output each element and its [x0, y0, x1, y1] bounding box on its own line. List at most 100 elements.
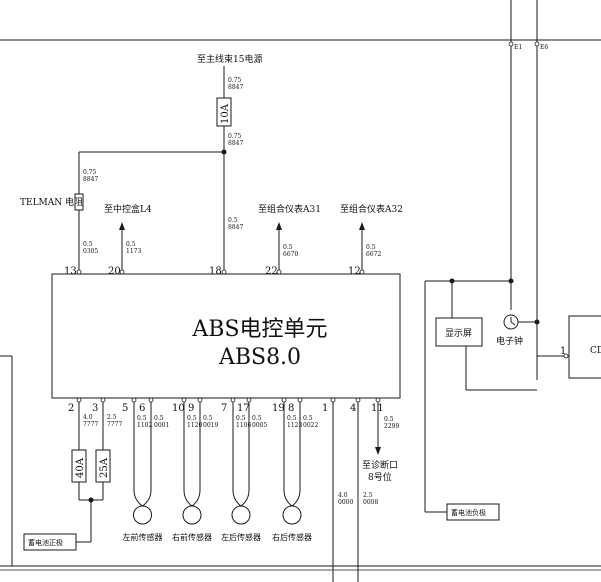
- pin-e1: [508, 41, 514, 47]
- sensor-1-code-b-1: 0019: [203, 422, 218, 429]
- pin-1: 1: [322, 403, 328, 414]
- sensor-0-wire-1: [142, 402, 152, 507]
- sensor-1-pin-0: 10: [172, 403, 185, 414]
- pin-13: 13: [64, 266, 77, 277]
- code-18-b: 8847: [228, 224, 243, 231]
- code-main-bot-a: 0.75: [228, 133, 242, 140]
- sensor-3-pin-circle-1: [297, 397, 303, 403]
- pin-13-circle: [76, 269, 82, 275]
- code-1-b: 0000: [338, 499, 353, 506]
- sensor-1-pin-circle-0: [181, 397, 187, 403]
- sensor-1-code-b-0: 1120: [187, 422, 202, 429]
- sensor-0-code-a-0: 0.5: [137, 415, 147, 422]
- sensor-1-wire-1: [191, 402, 201, 507]
- label-mid-box: 至中控盒L4: [104, 203, 152, 215]
- sensor-2-pin-1: 17: [237, 403, 250, 414]
- sensor-1-label: 右前传感器: [172, 532, 212, 542]
- code-13-b: 0305: [83, 248, 98, 255]
- pin-3-circle: [100, 397, 106, 403]
- sensor-2-code-b-1: 0005: [252, 422, 267, 429]
- display-label: 显示屏: [445, 328, 472, 339]
- sensor-3-icon: [282, 505, 302, 525]
- pin-1-circle: [330, 397, 336, 403]
- sensor-2-icon: [231, 505, 251, 525]
- sensor-1-code-a-1: 0.5: [203, 415, 213, 422]
- code-12-a: 0.5: [366, 244, 376, 251]
- code-main-top-b: 8847: [228, 84, 243, 91]
- pin-18: 18: [209, 266, 222, 277]
- code-11-b: 2299: [384, 423, 399, 430]
- ecu-title: ABS电控单元: [191, 317, 327, 342]
- code-4-b: 0008: [363, 499, 378, 506]
- sensor-0-pin-1: 6: [139, 403, 145, 414]
- sensor-group: 50.5110260.50001左前传感器100.5112090.50019右前…: [122, 397, 318, 542]
- sensor-3-code-b-1: 0022: [303, 422, 318, 429]
- sensor-2-code-a-0: 0.5: [236, 415, 246, 422]
- sensor-1-code-a-0: 0.5: [187, 415, 197, 422]
- label-telman: TELMAN 电阻: [20, 196, 83, 208]
- code-12-b: 6672: [366, 251, 381, 258]
- sensor-2-wire-0: [232, 402, 242, 507]
- sensor-2-pin-circle-1: [246, 397, 252, 403]
- cd-label: CD: [590, 346, 601, 356]
- pin-11: 11: [371, 403, 384, 414]
- sensor-0-pin-0: 5: [122, 403, 128, 414]
- code-4-a: 2.5: [363, 492, 373, 499]
- sensor-3-code-a-0: 0.5: [287, 415, 297, 422]
- label-diag: 至诊断口: [362, 459, 398, 471]
- ecu-model: ABS8.0: [218, 345, 301, 370]
- code-2-b: 7777: [83, 421, 98, 428]
- sensor-2-label: 左后传感器: [221, 532, 261, 542]
- pin-22: 22: [265, 266, 278, 277]
- sensor-0-pin-circle-0: [131, 397, 137, 403]
- sensor-1-wire-0: [183, 402, 193, 507]
- sensor-3-wire-0: [283, 402, 293, 507]
- pin-2-circle: [76, 397, 82, 403]
- pin-3: 3: [92, 403, 98, 414]
- sensor-0-label: 左前传感器: [123, 532, 163, 542]
- label-e1: E1: [514, 44, 522, 51]
- code-3-a: 2.5: [107, 414, 117, 421]
- code-13-a: 0.5: [83, 241, 93, 248]
- pin-22-circle: [276, 269, 282, 275]
- sensor-0-code-a-1: 0.5: [154, 415, 164, 422]
- sensor-1-icon: [182, 505, 202, 525]
- code-1-a: 4.0: [338, 492, 348, 499]
- cd-box: [568, 315, 601, 379]
- sensor-1-pin-circle-1: [197, 397, 203, 403]
- pin-e6: [534, 41, 540, 47]
- sensor-3-pin-0: 19: [272, 403, 285, 414]
- label-pin1: 1: [560, 346, 566, 357]
- sensor-0-wire-0: [133, 402, 143, 507]
- label-cluster-a31: 至组合仪表A31: [258, 203, 321, 215]
- fuse-25a-label: 25A: [99, 457, 110, 478]
- battery-negative-label: 蓄电池负极: [451, 508, 486, 517]
- label-main-harness: 至主线束15电源: [197, 53, 262, 65]
- pin-20-circle: [119, 269, 125, 275]
- code-18-a: 0.5: [228, 217, 238, 224]
- code-22-b: 6670: [283, 251, 298, 258]
- sensor-3-code-b-0: 1123: [287, 422, 302, 429]
- code-telman-b: 8847: [83, 176, 98, 183]
- fuse-10a-label: 10A: [220, 103, 231, 124]
- clock-label: 电子钟: [496, 335, 523, 347]
- sensor-3-pin-1: 8: [288, 403, 294, 414]
- pin-2: 2: [68, 403, 74, 414]
- arrow-11: [375, 447, 381, 455]
- clock-hand-2: [510, 321, 516, 326]
- pin-11-circle: [375, 397, 381, 403]
- display-box: [435, 317, 483, 347]
- label-diag-pin: 8号位: [368, 471, 392, 483]
- sensor-0-code-b-0: 1102: [137, 422, 152, 429]
- code-3-b: 7777: [107, 421, 122, 428]
- label-cluster-a32: 至组合仪表A32: [340, 203, 403, 215]
- pin-18-circle: [221, 269, 227, 275]
- battery-positive-box: [23, 533, 77, 551]
- sensor-2-code-a-1: 0.5: [252, 415, 262, 422]
- pin-cd-1: [563, 353, 569, 359]
- code-2-a: 4.0: [83, 414, 93, 421]
- battery-positive-label: 蓄电池正极: [28, 538, 63, 547]
